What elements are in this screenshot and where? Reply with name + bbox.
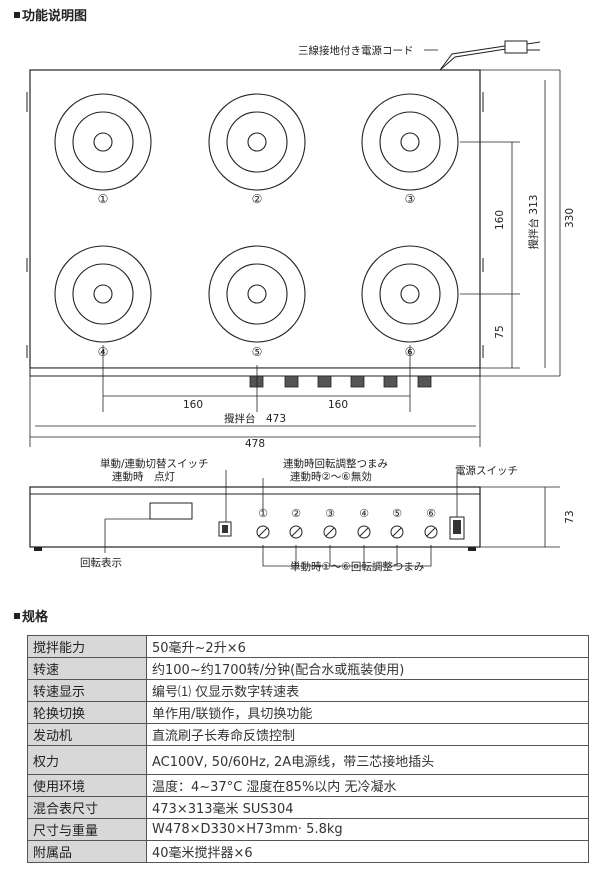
spec-row: 使用环境温度：4~37°C 湿度在85%以内 无冷凝水: [27, 774, 589, 797]
dim-160-left: 160: [183, 399, 203, 411]
mode-switch-label-2: 連動時 点灯: [112, 470, 175, 483]
front-knobs-top-view: [249, 375, 432, 388]
mode-switch-label-1: 単動/連動切替スイッチ: [100, 457, 209, 470]
stir-position-1: [54, 93, 152, 191]
top-view-body: [29, 69, 481, 369]
spec-key: 权力: [27, 745, 147, 775]
rotation-display-window: [149, 502, 193, 520]
spec-value: 单作用/联锁作，具切换功能: [146, 701, 589, 724]
function-diagram: ① ② ③ ④ ⑤ ⑥ 三線接地付き電源コード 160 75 攪拌台 313 3…: [26, 40, 576, 573]
vertical-dimensions: [460, 69, 561, 377]
spec-key: 转速显示: [27, 679, 147, 702]
rotation-display-label: 回転表示: [80, 556, 122, 569]
spec-key: 使用环境: [27, 774, 147, 797]
spec-row: 转速约100~约1700转/分钟(配合水或瓶装使用): [27, 657, 589, 680]
spec-heading-text: 规格: [22, 610, 49, 625]
front-view-body: [29, 486, 481, 548]
front-knob-label-4: ④: [359, 507, 369, 520]
stir-position-2: [208, 93, 306, 191]
top-view-front-edge: [29, 367, 481, 377]
front-knob-label-6: ⑥: [426, 507, 436, 520]
single-knob-label: 単動時①～⑥回転調整つまみ: [290, 560, 424, 573]
power-switch-label: 電源スイッチ: [455, 464, 518, 477]
spec-key: 搅拌能力: [27, 635, 147, 658]
dim-160-right: 160: [328, 399, 348, 411]
linked-knob-label-2: 連動時②～⑥無効: [290, 470, 372, 483]
stir-position-6: [361, 245, 459, 343]
spec-key: 尺寸与重量: [27, 818, 147, 841]
dim-75: 75: [494, 325, 506, 338]
stir-position-3: [361, 93, 459, 191]
position-label-1: ①: [98, 192, 109, 206]
position-label-5: ⑤: [252, 345, 263, 359]
spec-value: 温度：4~37°C 湿度在85%以内 无冷凝水: [146, 774, 589, 797]
overall-width-dim: 478: [245, 438, 265, 450]
front-knob-label-5: ⑤: [392, 507, 402, 520]
front-view-leaders: [104, 470, 560, 567]
linked-knob-label-1: 連動時回転調整つまみ: [283, 457, 388, 470]
position-label-2: ②: [252, 192, 263, 206]
spec-key: 发动机: [27, 723, 147, 746]
spec-value: 直流刷子长寿命反馈控制: [146, 723, 589, 746]
spec-heading: 规格: [14, 606, 48, 625]
spec-value: AC100V, 50/60Hz, 2A电源线，带三芯接地插头: [146, 745, 589, 775]
stir-width-dim: 攪拌台 473: [224, 412, 286, 425]
side-tabs: [26, 92, 484, 358]
spec-value: 约100~约1700转/分钟(配合水或瓶装使用): [146, 657, 589, 680]
horizontal-dimensions: [29, 345, 481, 447]
spec-key: 混合表尺寸: [27, 796, 147, 819]
front-knob-label-2: ②: [291, 507, 301, 520]
spec-value: 40毫米搅拌器×6: [146, 840, 589, 863]
spec-row: 发动机直流刷子长寿命反馈控制: [27, 723, 589, 746]
spec-value: 编号⑴ 仅显示数字转速表: [146, 679, 589, 702]
square-bullet-icon: [14, 613, 20, 619]
power-cord-label: 三線接地付き電源コード: [298, 44, 414, 57]
spec-key: 附属品: [27, 840, 147, 863]
front-knob-label-3: ③: [325, 507, 335, 520]
stir-position-4: [54, 245, 152, 343]
spec-row: 转速显示编号⑴ 仅显示数字转速表: [27, 679, 589, 702]
stir-height-dim: 攪拌台 313: [527, 195, 540, 250]
spec-key: 轮换切换: [27, 701, 147, 724]
power-cord: [439, 40, 541, 71]
spec-key: 转速: [27, 657, 147, 680]
spec-row: 轮换切换单作用/联锁作，具切换功能: [27, 701, 589, 724]
stir-position-5: [208, 245, 306, 343]
spec-value: W478×D330×H73mm· 5.8kg: [146, 818, 589, 841]
position-label-3: ③: [405, 192, 416, 206]
dim-160-vertical: 160: [494, 210, 506, 230]
function-heading: 功能说明图: [14, 5, 87, 24]
depth-dim: 73: [564, 510, 576, 523]
spec-value: 473×313毫米 SUS304: [146, 796, 589, 819]
spec-value: 50毫升~2升×6: [146, 635, 589, 658]
square-bullet-icon: [14, 12, 20, 18]
overall-height-dim: 330: [564, 208, 576, 228]
front-knob-label-1: ①: [258, 507, 268, 520]
function-heading-text: 功能说明图: [22, 9, 88, 24]
